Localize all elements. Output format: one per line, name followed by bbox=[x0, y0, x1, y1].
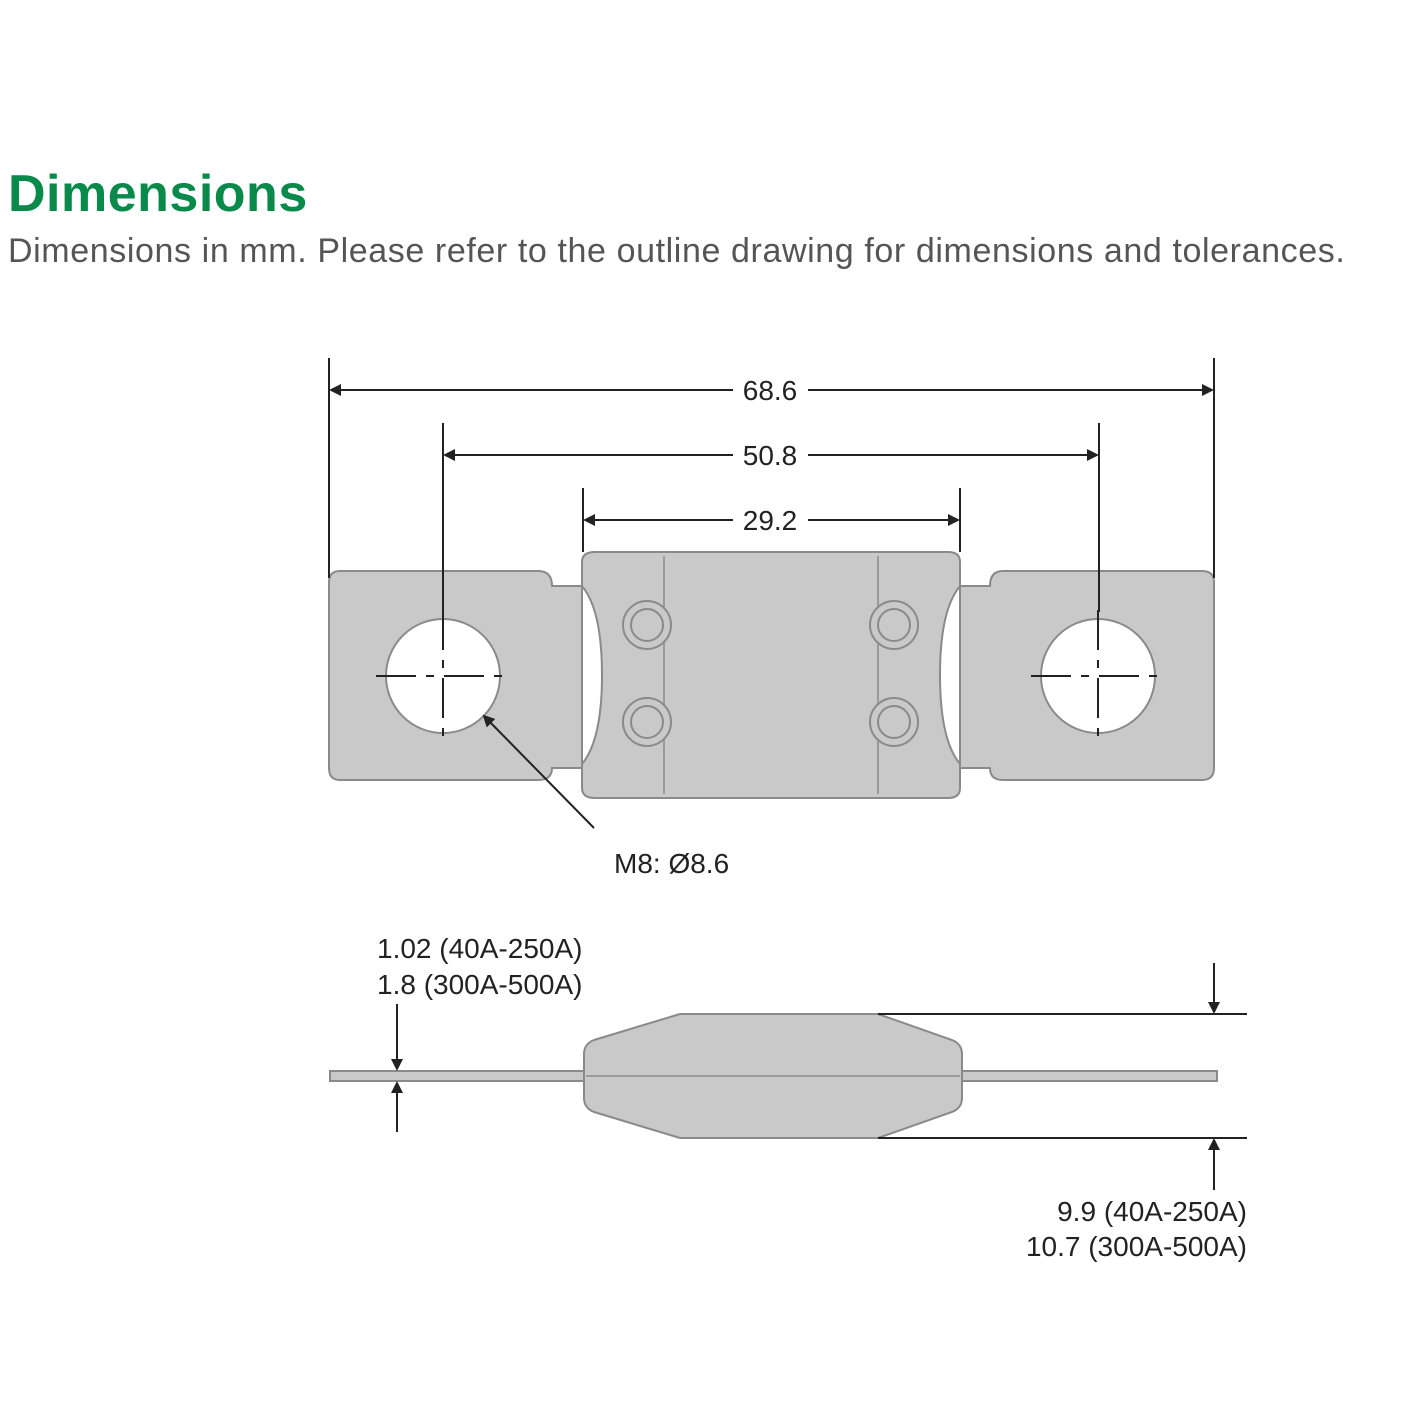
body-height-line2: 10.7 (300A-500A) bbox=[1026, 1231, 1247, 1262]
hole-spacing-label: 50.8 bbox=[743, 440, 798, 471]
body-length-label: 29.2 bbox=[743, 505, 798, 536]
page-title: Dimensions bbox=[8, 165, 308, 223]
page-subtitle: Dimensions in mm. Please refer to the ou… bbox=[8, 232, 1346, 270]
rivet bbox=[869, 697, 919, 747]
terminal-thickness-line2: 1.8 (300A-500A) bbox=[377, 969, 582, 1000]
fuse-side-view bbox=[329, 1013, 1218, 1139]
overall-length-label: 68.6 bbox=[743, 375, 798, 406]
rivet bbox=[622, 697, 672, 747]
fuse-body bbox=[581, 551, 961, 799]
hole-callout-label: M8: Ø8.6 bbox=[614, 848, 729, 879]
body-height-line1: 9.9 (40A-250A) bbox=[1057, 1196, 1247, 1227]
rivet bbox=[869, 600, 919, 650]
fuse-top-view bbox=[328, 551, 1215, 799]
rivet bbox=[622, 600, 672, 650]
hole-centerlines bbox=[376, 610, 1165, 740]
top-dimension-lines bbox=[328, 358, 1215, 829]
terminal-thickness-line1: 1.02 (40A-250A) bbox=[377, 933, 582, 964]
side-dimension-lines bbox=[391, 963, 1247, 1190]
